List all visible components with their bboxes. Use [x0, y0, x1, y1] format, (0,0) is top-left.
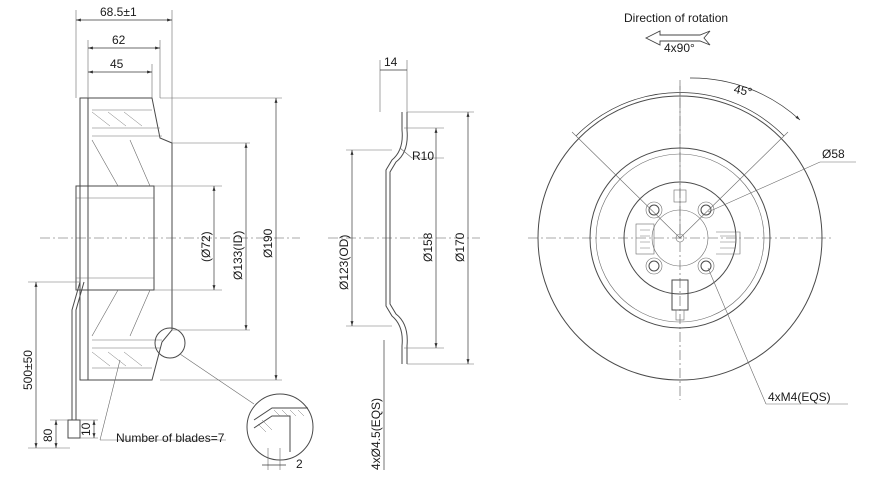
- dim-thickness: 14: [384, 55, 398, 69]
- dim-id-dia: Ø133(ID): [231, 231, 245, 280]
- side-view: 68.5±1 62 45 (Ø72) Ø133(ID) Ø190 500±50 …: [21, 5, 314, 471]
- dim-od: Ø123(OD): [337, 235, 351, 290]
- dia-58: Ø58: [822, 147, 845, 161]
- mounting-screws: [645, 201, 715, 275]
- dim-width-62: 62: [112, 33, 126, 47]
- detail-circle: [154, 327, 186, 359]
- dim-width-45: 45: [110, 57, 124, 71]
- blades-note: Number of blades=7: [116, 431, 225, 445]
- dim-158: Ø158: [421, 232, 435, 262]
- dim-cable-length: 500±50: [21, 350, 35, 390]
- dim-cable-10: 10: [79, 422, 93, 436]
- angle-4x90: 4x90°: [664, 41, 695, 55]
- rotation-label: Direction of rotation: [624, 11, 728, 25]
- dim-inner-dia: (Ø72): [199, 231, 213, 262]
- impeller-profile: [75, 97, 173, 381]
- dim-overall-width: 68.5±1: [100, 5, 137, 19]
- dim-holes: 4xØ4.5(EQS): [369, 398, 383, 470]
- detail-view: [246, 393, 314, 461]
- front-view: 4x90° 45° Direction of rotation Ø58 4xM4…: [528, 11, 856, 405]
- angle-45: 45°: [733, 82, 754, 100]
- ring-view: 14 R10 Ø123(OD) Ø158 Ø170 4xØ4.5(EQS): [328, 55, 480, 470]
- ring-profile: [385, 112, 408, 364]
- dim-detail-2: 2: [296, 457, 303, 471]
- screws-label: 4xM4(EQS): [768, 390, 831, 404]
- cable: [67, 281, 85, 439]
- dim-170: Ø170: [453, 232, 467, 262]
- dim-radius: R10: [412, 149, 434, 163]
- rotation-arrow-icon: [644, 30, 711, 46]
- dim-outer-dia: Ø190: [261, 228, 275, 258]
- dim-cable-80: 80: [41, 428, 55, 442]
